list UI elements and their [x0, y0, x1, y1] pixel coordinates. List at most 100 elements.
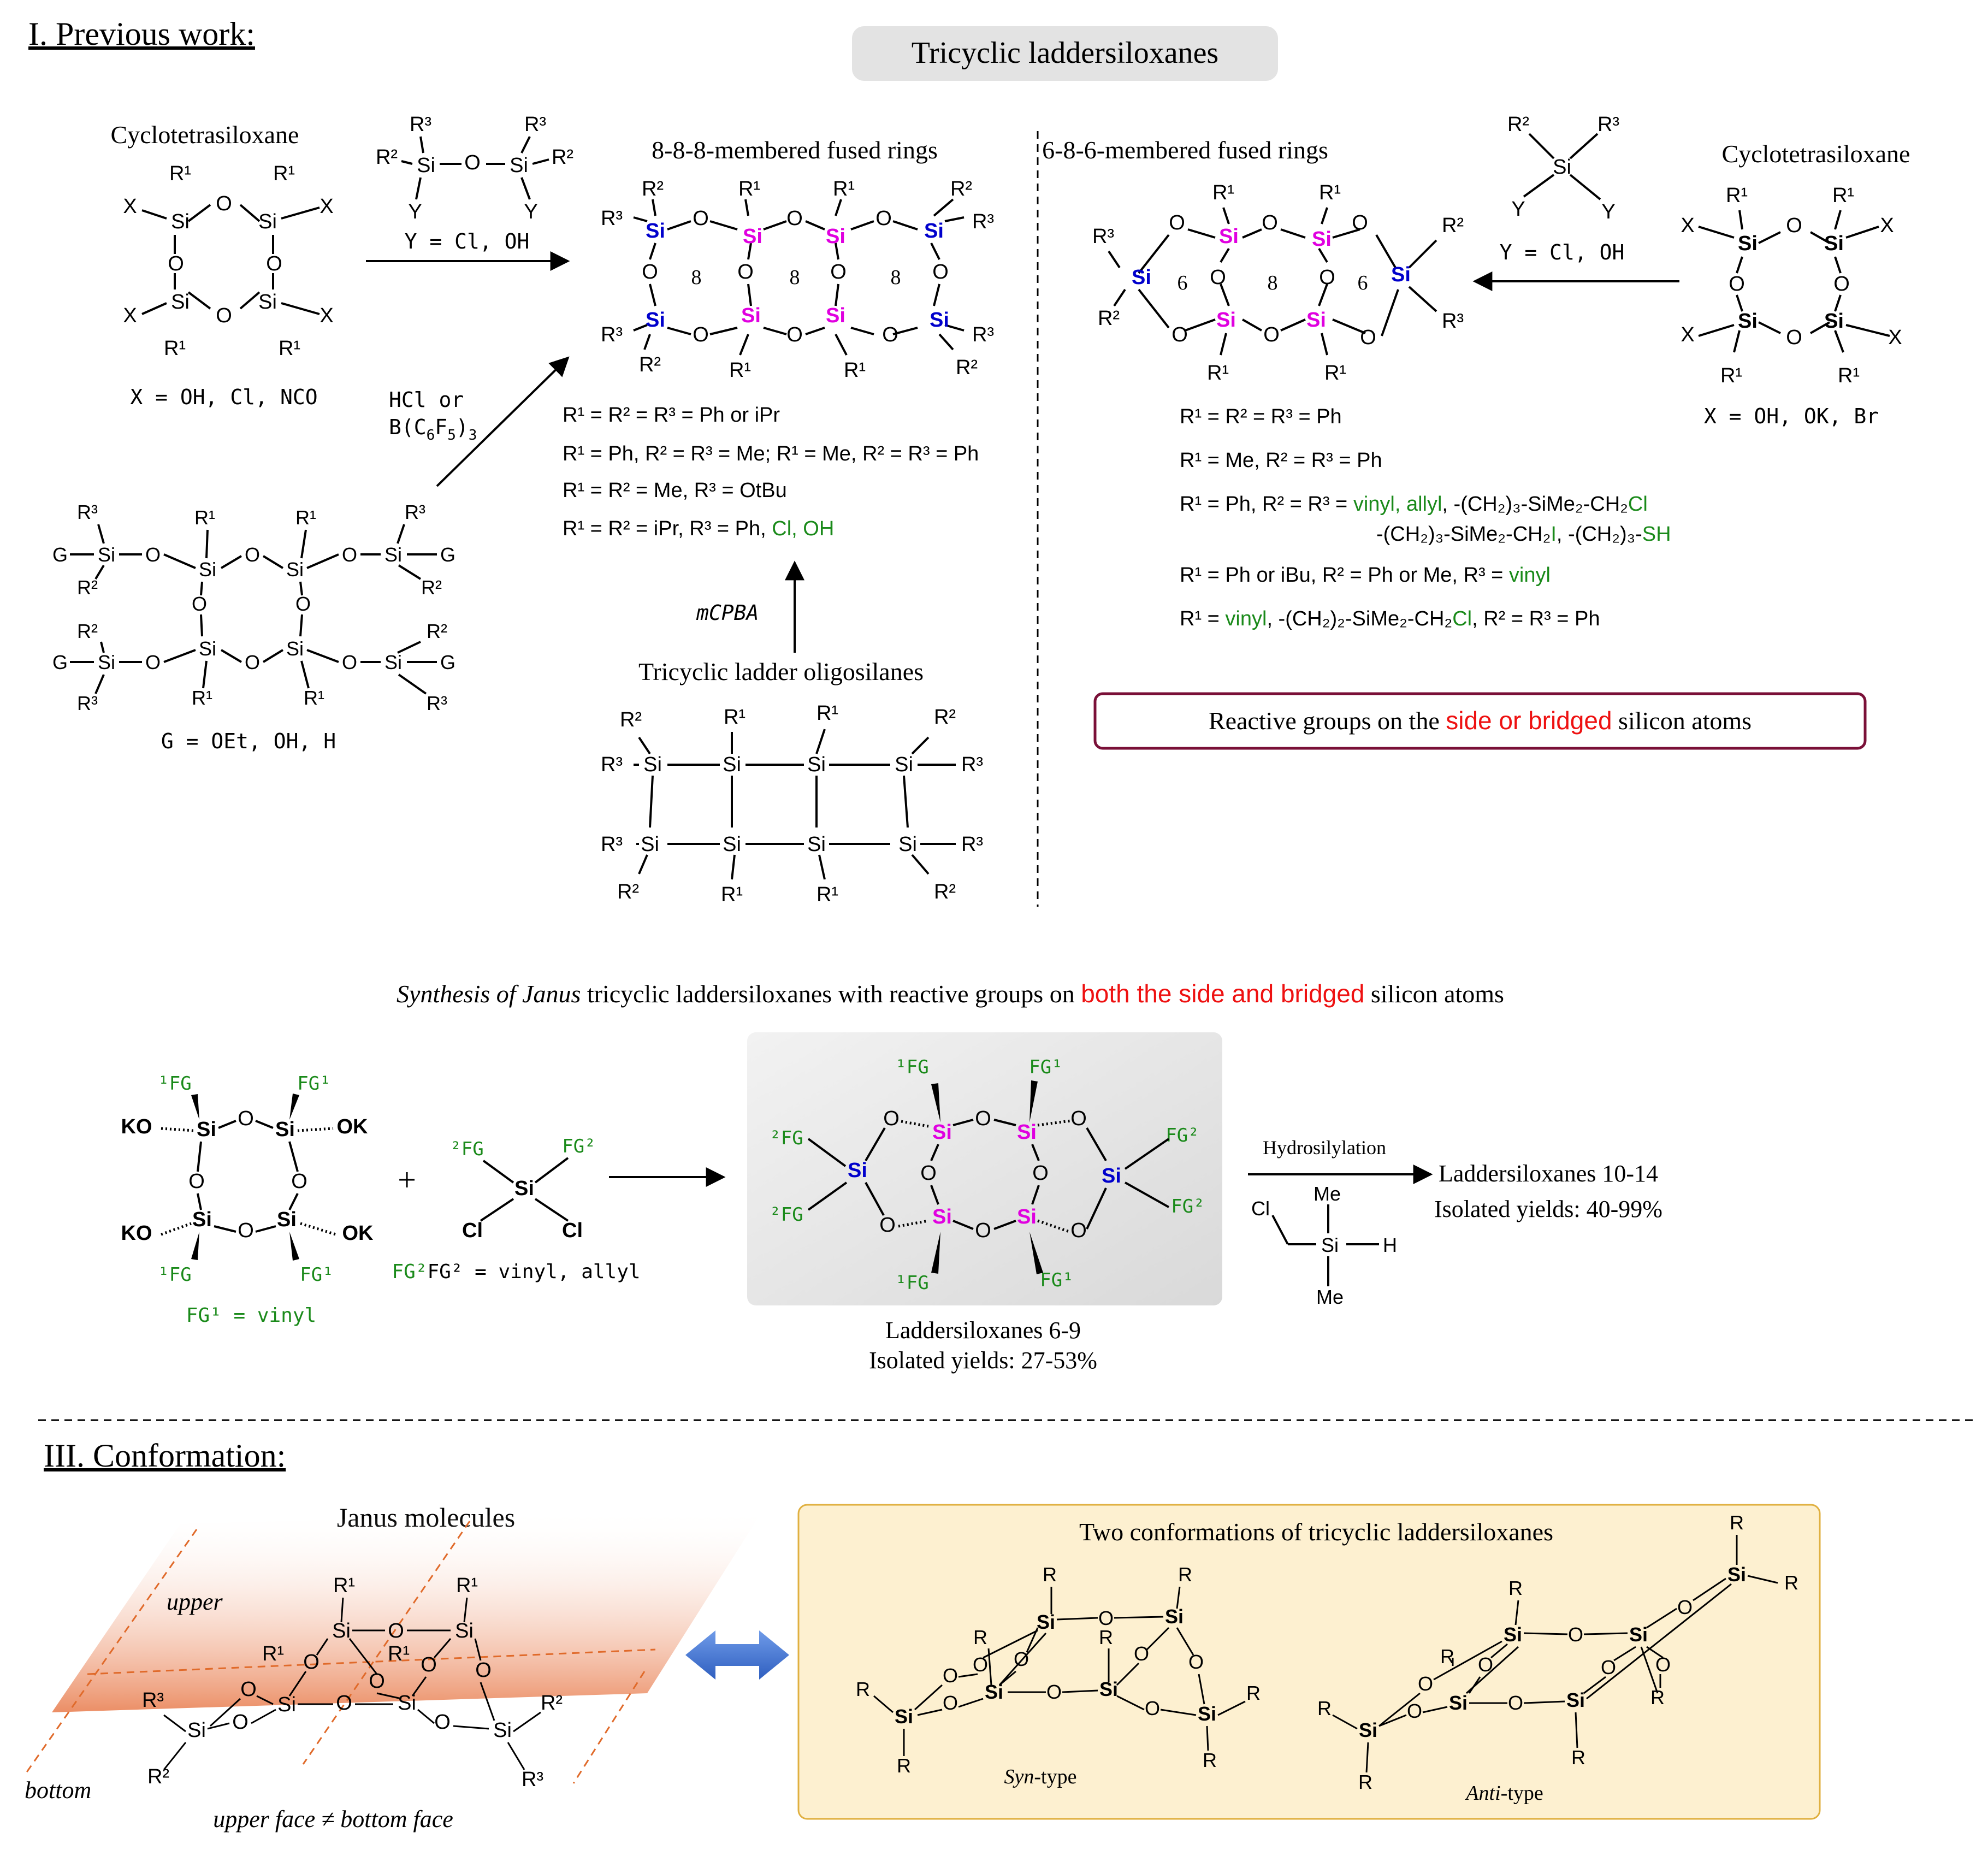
svg-text:R²: R² [620, 708, 642, 731]
svg-text:O: O [1601, 1656, 1616, 1678]
svg-text:Si: Si [898, 833, 917, 856]
svg-text:H: H [1383, 1234, 1397, 1256]
svg-text:OK: OK [337, 1115, 369, 1138]
svg-text:R: R [1099, 1626, 1113, 1648]
right-cyclo-title: Cyclotetrasiloxane [1722, 140, 1910, 168]
svg-text:R¹: R¹ [1319, 181, 1341, 204]
svg-text:O: O [920, 1162, 937, 1185]
svg-text:O: O [875, 207, 892, 230]
svg-text:O: O [1786, 326, 1802, 349]
svg-text:O: O [830, 261, 847, 283]
svg-text:R: R [1508, 1577, 1523, 1599]
svg-text:Y: Y [1601, 200, 1615, 223]
svg-text:O: O [145, 651, 161, 673]
right-cond-2: R¹ = Me, R² = R³ = Ph [1180, 449, 1382, 472]
svg-text:X: X [123, 195, 137, 218]
svg-text:FG²: FG² [562, 1136, 595, 1157]
svg-text:O: O [1319, 266, 1335, 289]
svg-text:O: O [1098, 1607, 1114, 1629]
center-conditions: R¹ = R² = R³ = Ph or iPr R¹ = Ph, R² = R… [563, 404, 979, 540]
svg-text:¹FG: ¹FG [895, 1056, 928, 1078]
reagent-bcf: B(C6F5)3 [389, 415, 477, 444]
svg-text:Si: Si [192, 1208, 212, 1231]
svg-text:R³: R³ [405, 501, 425, 523]
svg-text:R¹: R¹ [279, 337, 300, 360]
svg-text:Si: Si [275, 1118, 295, 1141]
svg-text:O: O [1352, 211, 1368, 234]
svg-text:O: O [1169, 211, 1185, 234]
svg-text:R¹: R¹ [192, 687, 212, 709]
svg-text:Si: Si [1629, 1623, 1648, 1646]
final-product-yield: Isolated yields: 40-99% [1434, 1196, 1662, 1222]
svg-text:G: G [440, 651, 455, 673]
right-cond-1: R¹ = R² = R³ = Ph [1180, 405, 1342, 428]
left-x-label: X = OH, Cl, NCO [130, 385, 317, 409]
center-cond-2: R¹ = Ph, R² = R³ = Me; R¹ = Me, R² = R³ … [563, 442, 979, 465]
svg-text:Si: Si [98, 543, 115, 566]
ring-number: 8 [1268, 271, 1278, 294]
svg-text:O: O [1262, 211, 1278, 234]
equilibrium-double-arrow [685, 1630, 789, 1680]
product-yield: Isolated yields: 27-53% [869, 1347, 1097, 1374]
svg-text:R¹: R¹ [164, 337, 186, 360]
right-cond-5: R¹ = vinyl, -(CH₂)₂-SiMe₂-CH₂Cl, R² = R³… [1180, 607, 1600, 630]
svg-text:R: R [1571, 1746, 1585, 1769]
svg-text:R³: R³ [961, 753, 983, 776]
svg-text:R²: R² [147, 1765, 169, 1788]
svg-text:O: O [737, 261, 754, 283]
svg-text:Y: Y [408, 200, 422, 223]
svg-text:R: R [897, 1754, 911, 1777]
svg-text:R²: R² [1098, 307, 1120, 330]
svg-text:R²: R² [552, 146, 573, 169]
svg-text:R²: R² [376, 146, 398, 169]
svg-text:R¹: R¹ [304, 687, 324, 709]
svg-text:Si: Si [1504, 1623, 1522, 1646]
svg-text:Si: Si [643, 753, 662, 776]
svg-text:R: R [1178, 1563, 1192, 1586]
svg-text:G: G [440, 543, 455, 566]
svg-text:O: O [238, 1107, 254, 1130]
svg-text:Si: Si [1198, 1703, 1216, 1725]
svg-text:O: O [1786, 214, 1802, 237]
svg-text:FG¹: FG¹ [1040, 1269, 1073, 1291]
svg-text:R¹: R¹ [1832, 184, 1854, 207]
banner-box [852, 26, 1278, 81]
svg-text:Si: Si [1321, 1234, 1339, 1256]
svg-text:Si: Si [1132, 266, 1151, 289]
section1-heading: I. Previous work: [28, 16, 255, 52]
svg-text:R²: R² [956, 356, 978, 379]
svg-text:Cl: Cl [562, 1219, 583, 1242]
svg-text:Si: Si [1037, 1611, 1055, 1633]
svg-text:O: O [1418, 1672, 1433, 1695]
right-686-title: 6-8-6-membered fused rings [1042, 136, 1328, 164]
svg-text:R: R [1043, 1563, 1057, 1586]
svg-text:KO: KO [121, 1115, 152, 1138]
svg-text:O: O [1568, 1623, 1583, 1646]
svg-text:R: R [1203, 1749, 1217, 1771]
product-box [747, 1032, 1222, 1305]
right-cond-3b: -(CH₂)₃-SiMe₂-CH₂I, -(CH₂)₃-SH [1376, 523, 1671, 546]
fg1-label: FG¹ = vinyl [186, 1304, 316, 1327]
oxidant-label: mCPBA [696, 601, 759, 625]
final-product-name: Laddersiloxanes 10-14 [1439, 1160, 1658, 1187]
svg-text:R³: R³ [1597, 113, 1619, 136]
left-cyclo-title: Cyclotetrasiloxane [111, 121, 299, 149]
svg-text:R²: R² [934, 706, 956, 729]
svg-text:R²: R² [950, 178, 972, 200]
center-cond-3: R¹ = R² = Me, R³ = OtBu [563, 479, 787, 502]
svg-text:O: O [1070, 1107, 1087, 1130]
svg-text:Si: Si [646, 309, 665, 332]
reagent-hcl: HCl or [389, 388, 464, 412]
svg-text:Si: Si [98, 651, 115, 673]
svg-text:Si: Si [741, 304, 761, 327]
svg-text:Si: Si [1219, 225, 1239, 248]
svg-text:R²: R² [639, 353, 661, 376]
svg-text:FG¹: FG¹ [297, 1073, 330, 1095]
svg-text:R: R [1730, 1511, 1744, 1534]
svg-text:Si: Si [1449, 1692, 1468, 1714]
